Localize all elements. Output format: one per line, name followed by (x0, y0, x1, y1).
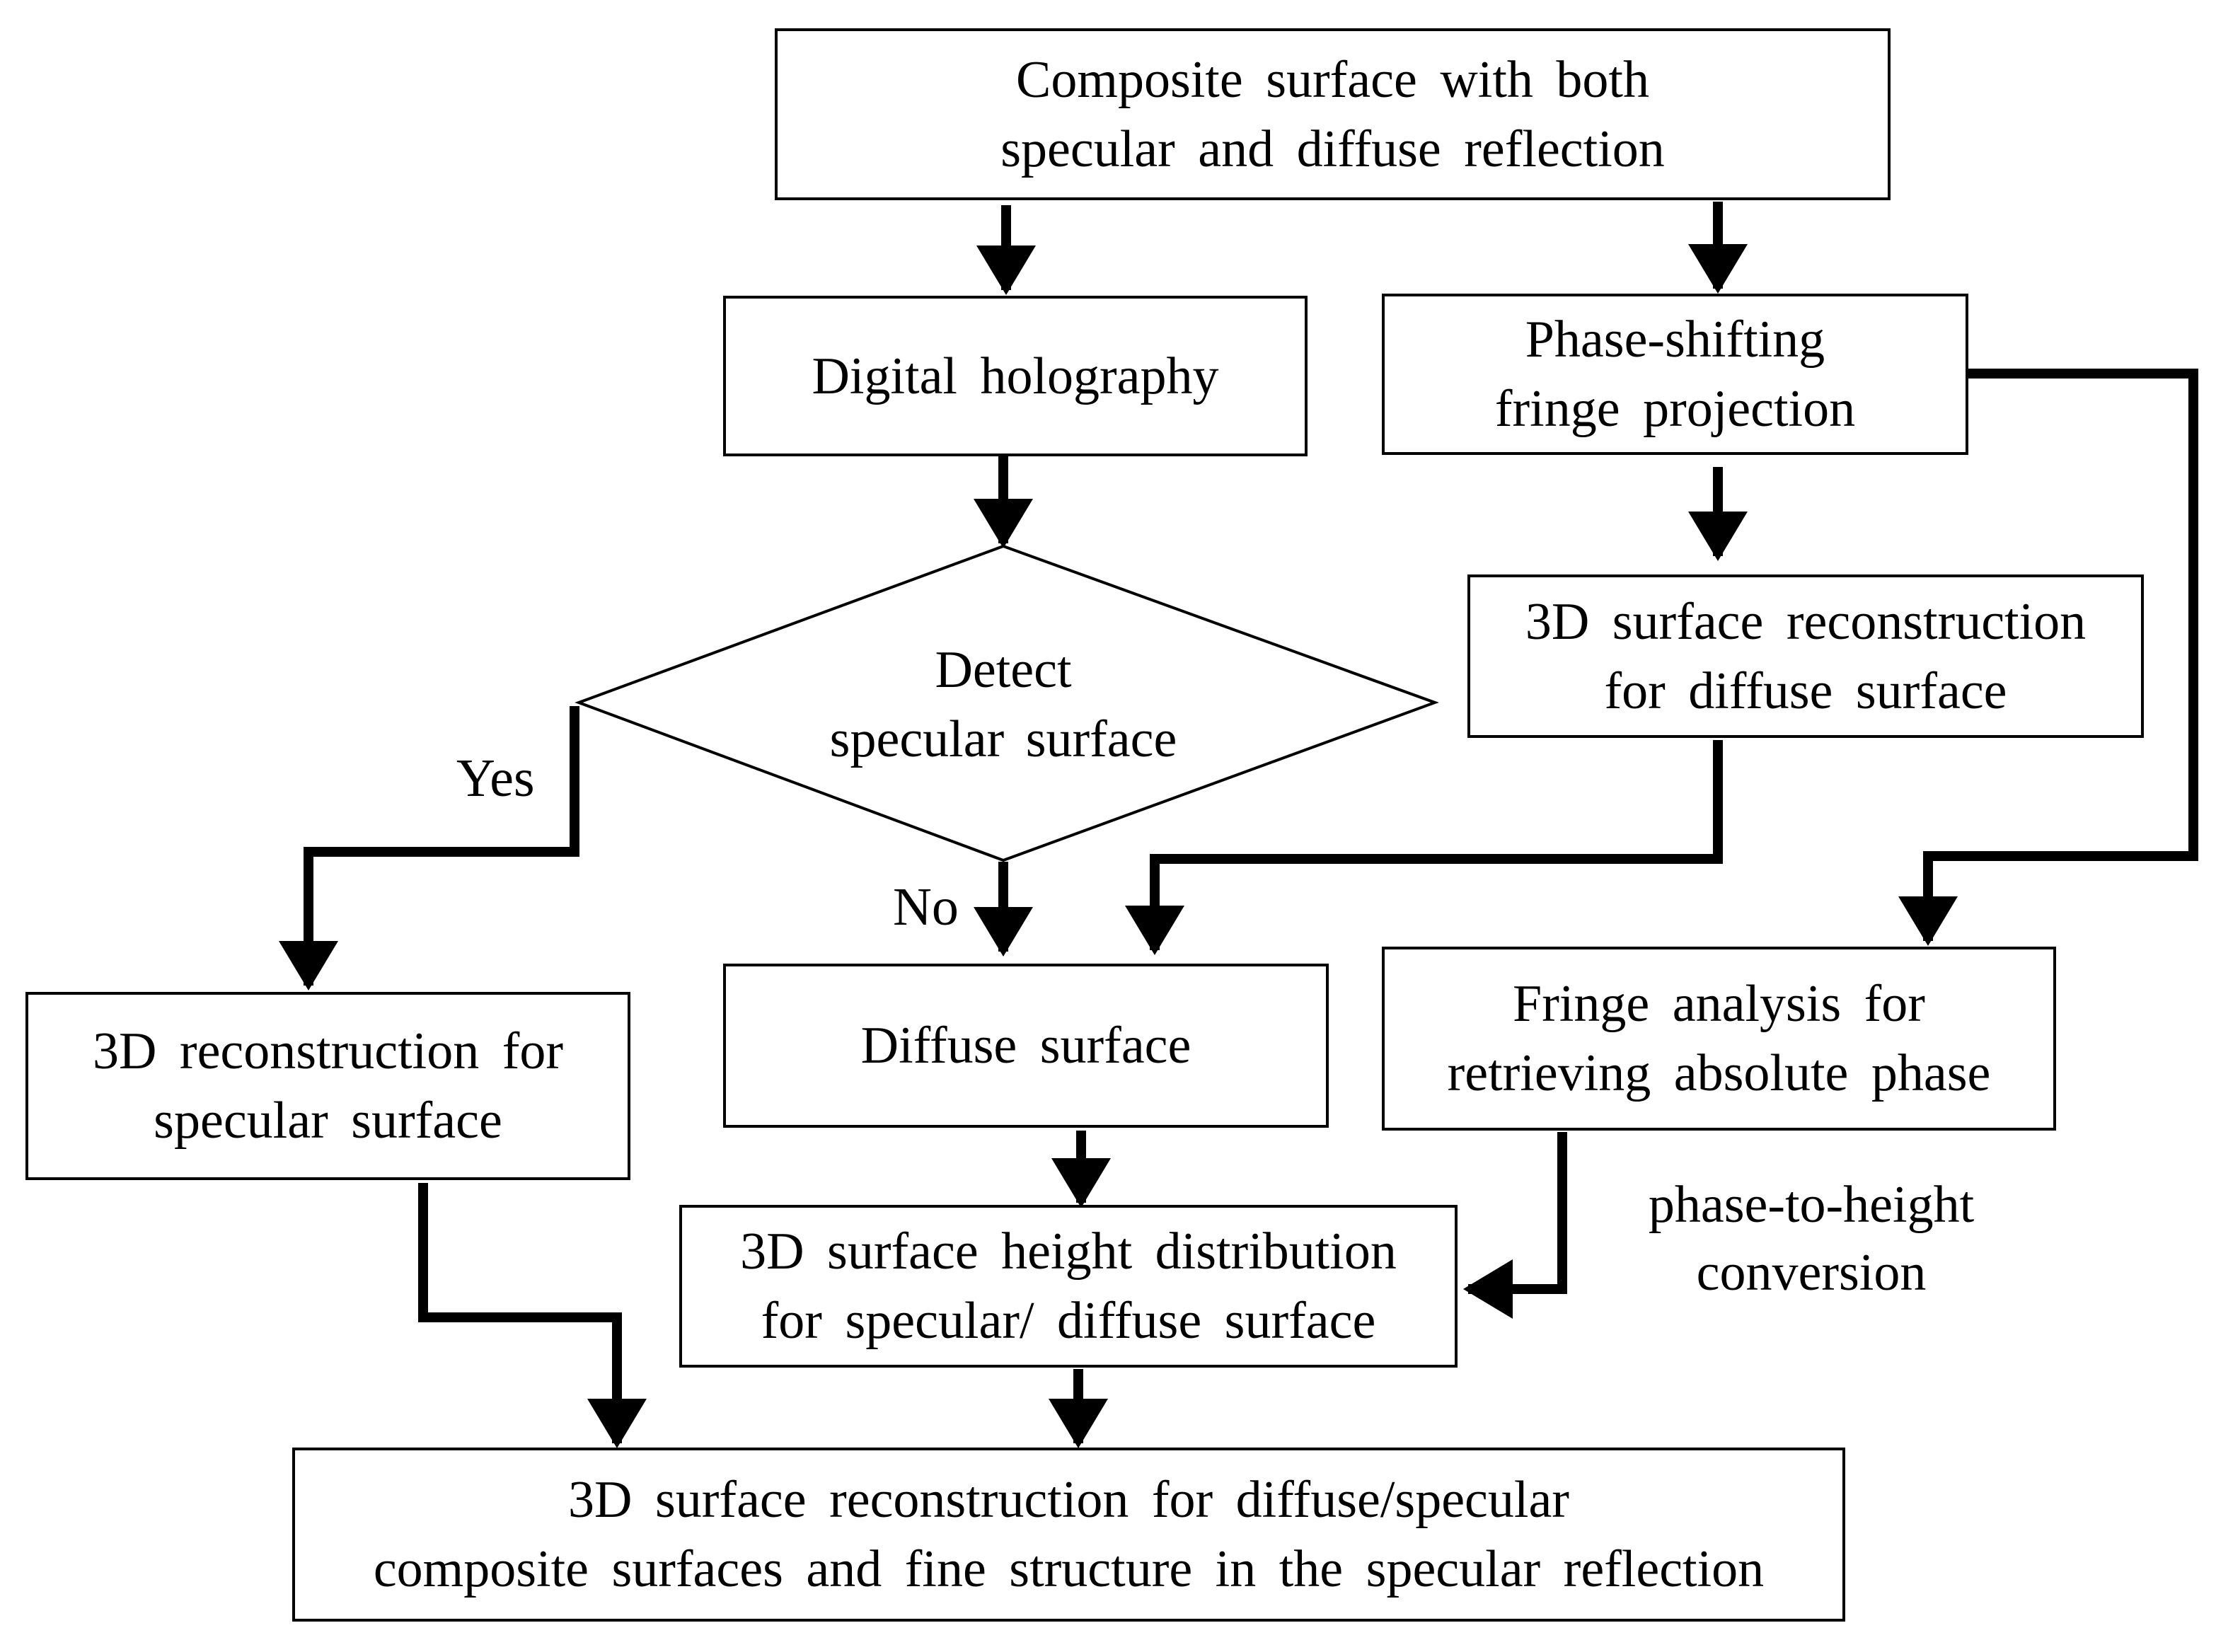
arrow-phase-shifting-to-fringe-analysis (1898, 369, 2198, 946)
fringe-analysis-box: Fringe analysis for retrieving absolute p… (1382, 947, 2056, 1131)
diffuse-surface-box: Diffuse surface (723, 964, 1329, 1128)
height-distribution-line-2: for specular/ diffuse surface (761, 1292, 1376, 1350)
height-distribution-line-1: 3D surface height distribution (740, 1223, 1397, 1281)
top-box-line-1: Composite surface with both (1016, 50, 1649, 109)
reconstruction-diffuse-box: 3D surface reconstruction for diffuse sur… (1467, 574, 2144, 738)
fringe-analysis-line-1: Fringe analysis for (1513, 975, 1925, 1033)
final-line-1: 3D surface reconstruction for diffuse/sp… (568, 1471, 1569, 1529)
reconstruction-specular-line-1: 3D reconstruction for (92, 1022, 564, 1080)
digital-holography-label: Digital holography (812, 347, 1219, 405)
top-box: Composite surface with both specular and … (775, 28, 1891, 200)
reconstruction-diffuse-line-2: for diffuse surface (1604, 662, 2007, 720)
arrow-fringe-to-height (1463, 1132, 1567, 1319)
top-box-line-2: specular and diffuse reflection (1000, 120, 1665, 178)
reconstruction-specular-line-2: specular surface (154, 1092, 502, 1150)
height-distribution-box: 3D surface height distribution for specul… (679, 1205, 1458, 1368)
decision-line-1: Detect (935, 641, 1072, 699)
arrow-reconstruction-to-diffuse (1125, 740, 1723, 955)
decision-diamond (575, 544, 1439, 862)
arrow-decision-yes (279, 706, 579, 990)
phase-shifting-box: Phase-shifting fringe projection (1382, 294, 1968, 455)
phase-shifting-line-1: Phase-shifting (1525, 311, 1825, 369)
reconstruction-diffuse-line-1: 3D surface reconstruction (1525, 592, 2087, 651)
decision-line-2: specular surface (829, 710, 1177, 768)
final-box: 3D surface reconstruction for diffuse/sp… (292, 1448, 1845, 1622)
decision-text: Detect specular surface (777, 635, 1230, 774)
yes-label: Yes (456, 749, 535, 808)
fringe-analysis-line-2: retrieving absolute phase (1447, 1044, 1991, 1102)
phase-shifting-line-2: fringe projection (1494, 380, 1856, 438)
conversion-line-1: phase-to-height (1648, 1176, 1975, 1234)
arrow-specular-to-final (418, 1183, 647, 1448)
final-line-2: composite surfaces and fine structure in… (373, 1540, 1765, 1598)
diffuse-surface-label: Diffuse surface (860, 1017, 1191, 1075)
conversion-line-2: conversion (1696, 1244, 1927, 1302)
no-label: No (893, 877, 959, 937)
conversion-label: phase-to-height conversion (1592, 1171, 2031, 1307)
digital-holography-box: Digital holography (723, 296, 1308, 456)
reconstruction-specular-box: 3D reconstruction for specular surface (25, 992, 630, 1180)
